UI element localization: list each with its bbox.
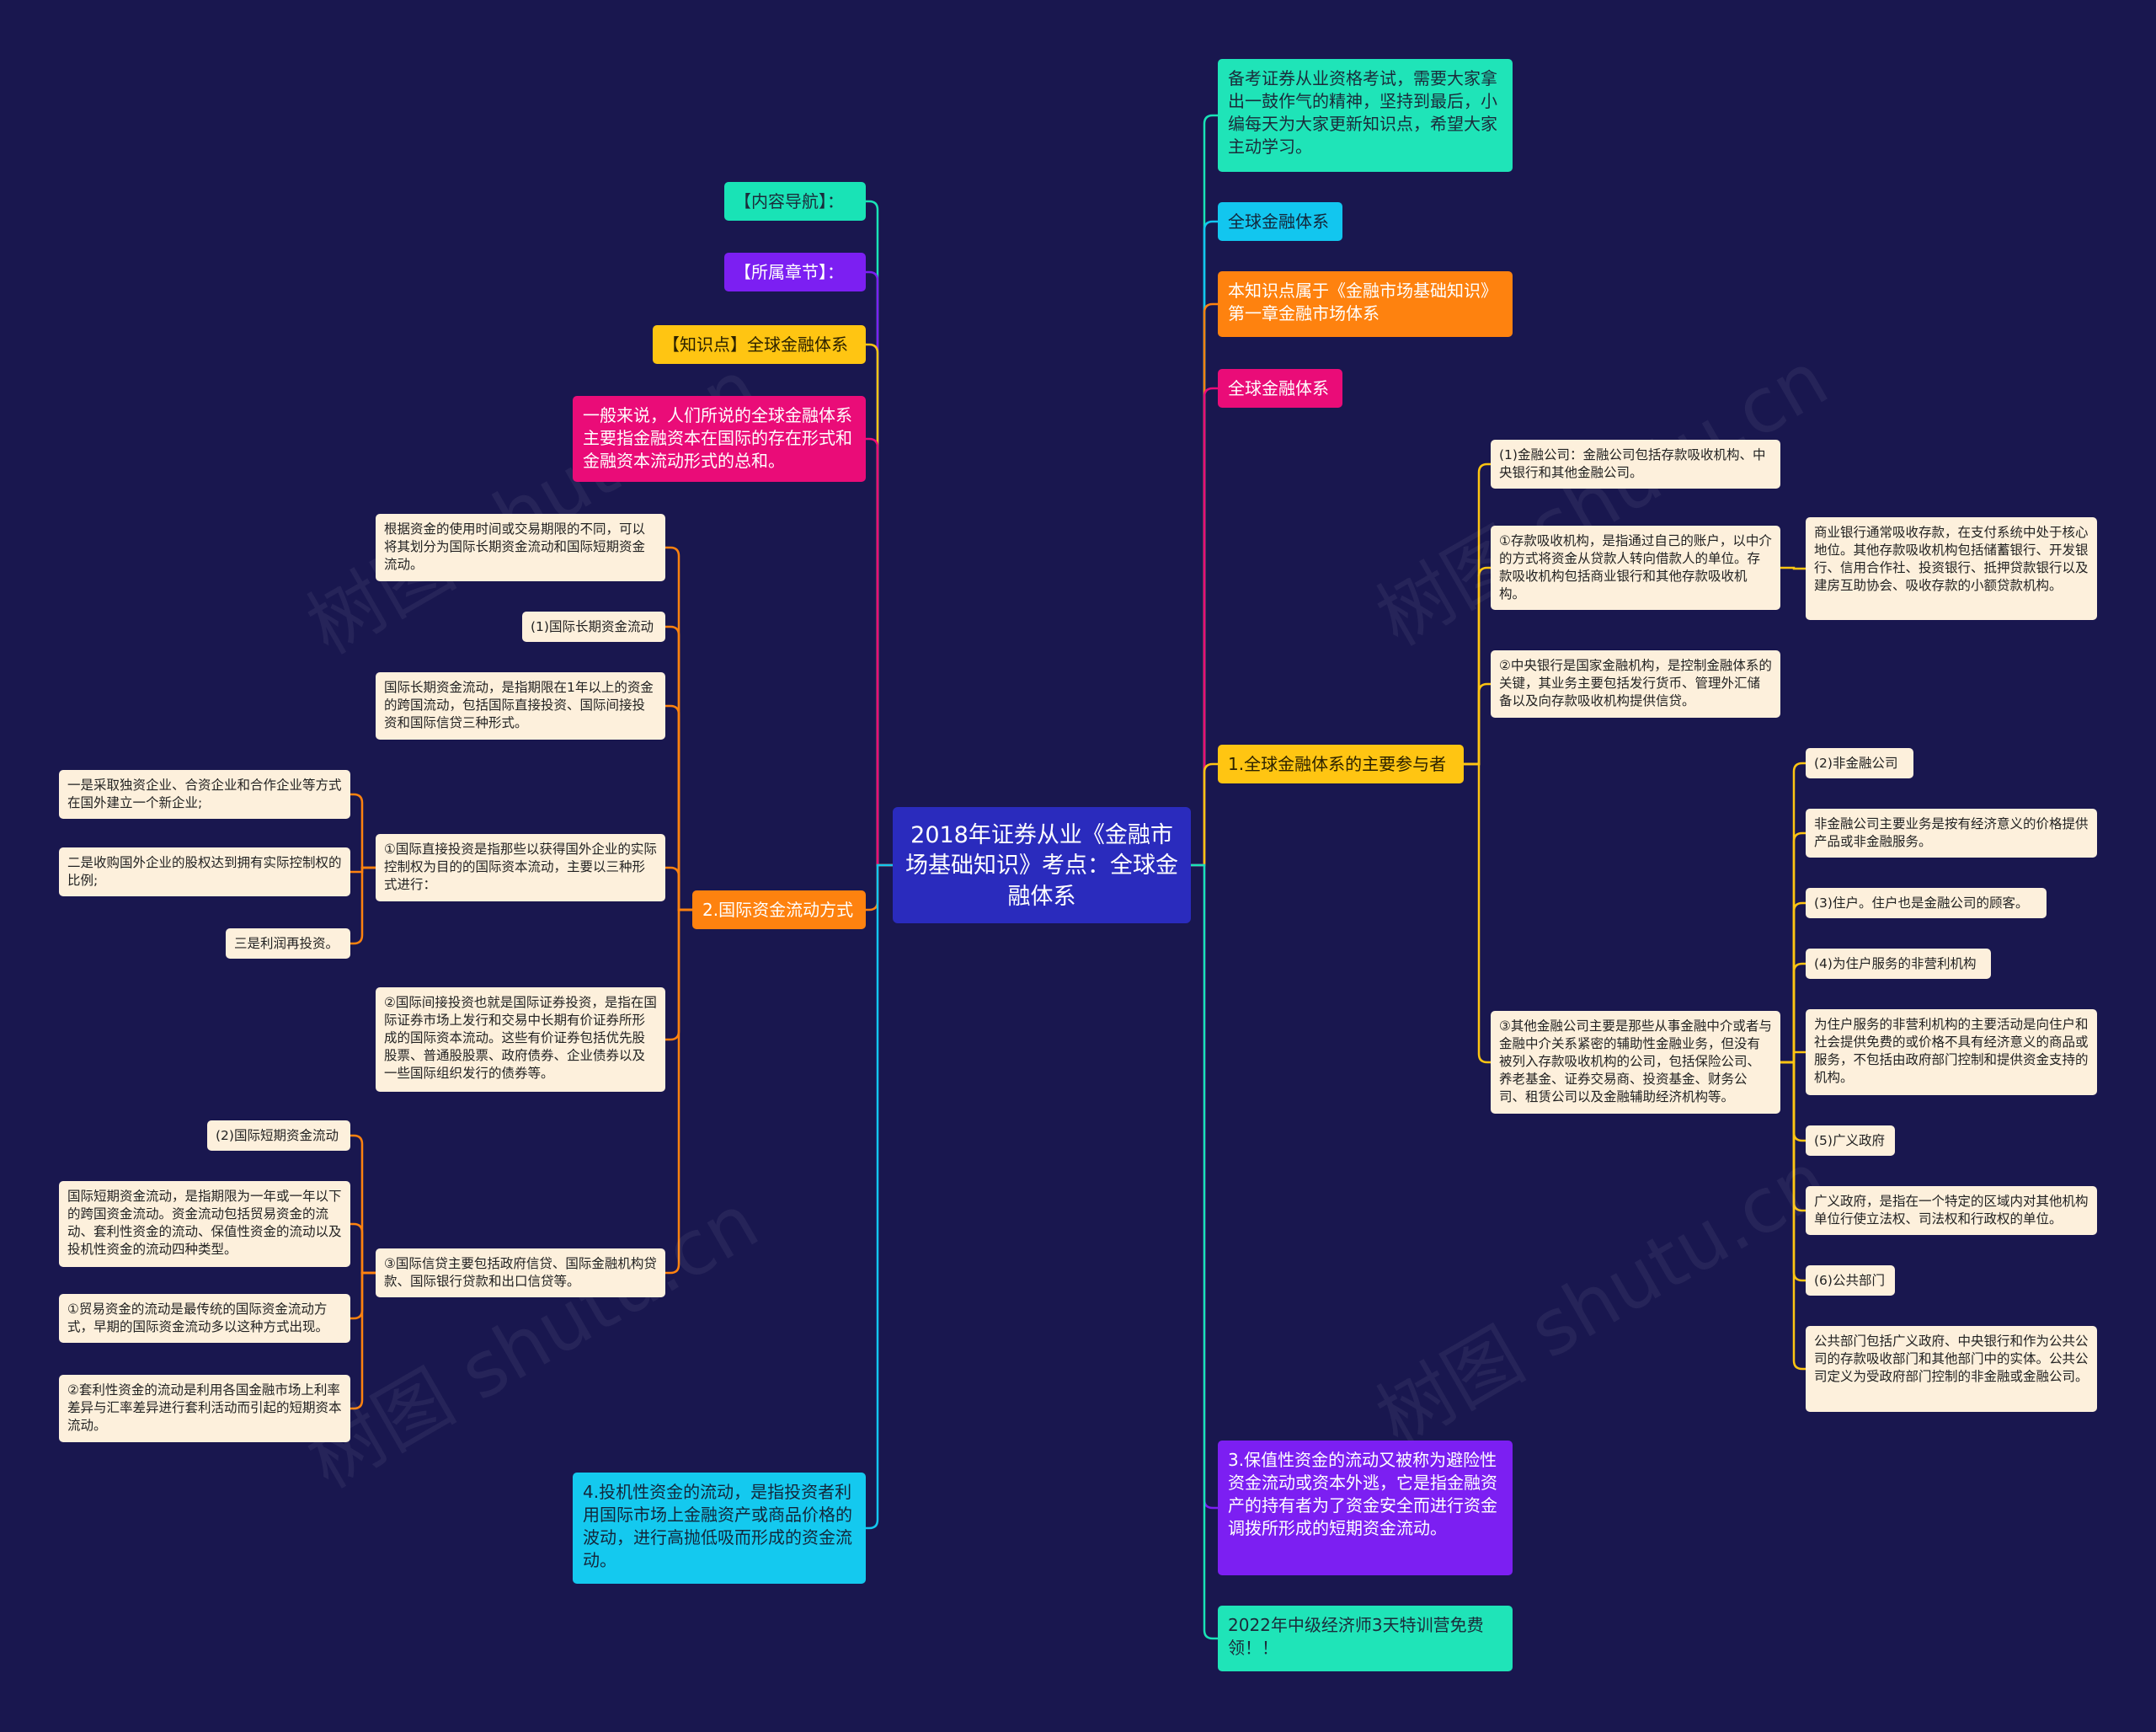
financial-company-node[interactable]: (1)金融公司：金融公司包括存款吸收机构、中央银行和其他金融公司。 [1491, 440, 1780, 489]
connector-line [665, 866, 692, 911]
general-government-title-node[interactable]: (5)广义政府 [1806, 1125, 1895, 1156]
connector-line [1464, 462, 1491, 766]
long-term-desc-node[interactable]: 国际长期资金流动，是指期限在1年以上的资金的跨国流动，包括国际直接投资、国际间接… [376, 672, 665, 740]
connector-line [1780, 762, 1806, 1064]
arbitrage-flow-node[interactable]: ②套利性资金的流动是利用各国金融市场上利率差异与汇率差异进行套利活动而引起的短期… [59, 1375, 350, 1442]
connector-line [350, 866, 376, 945]
connector-line [1780, 566, 1806, 570]
connector-line [866, 270, 893, 867]
connector-line [1780, 901, 1806, 1064]
capital-flow-node[interactable]: 2.国际资金流动方式 [692, 890, 866, 929]
connector-line [1780, 1050, 1806, 1064]
connector-line [350, 1271, 376, 1410]
fdi-node[interactable]: ①国际直接投资是指那些以获得国外企业的实际控制权为目的的国际资本流动，主要以三种… [376, 834, 665, 901]
connector-line [665, 704, 692, 911]
connector-line [866, 437, 893, 867]
global-system-node[interactable]: 全球金融体系 [1218, 202, 1342, 241]
connector-line [1780, 962, 1806, 1064]
connector-line [866, 863, 893, 1530]
connector-line [866, 200, 893, 867]
public-sector-desc-node[interactable]: 公共部门包括广义政府、中央银行和作为公共公司的存款吸收部门和其他部门中的实体。公… [1806, 1326, 2097, 1412]
chapter-node[interactable]: 【所属章节】： [724, 253, 866, 291]
connector-line [866, 863, 893, 911]
knowledge-point-node[interactable]: 【知识点】全球金融体系 [653, 325, 866, 364]
flow-intro-node[interactable]: 根据资金的使用时间或交易期限的不同，可以将其划分为国际长期资金流动和国际短期资金… [376, 514, 665, 581]
connector-line [1191, 762, 1218, 867]
connector-line [1464, 566, 1491, 766]
connector-line [665, 546, 692, 911]
speculative-flow-node[interactable]: 4.投机性资金的流动，是指投资者利用国际市场上金融资产或商品价格的波动，进行高抛… [573, 1473, 866, 1584]
other-financial-node[interactable]: ③其他金融公司主要是那些从事金融中介或者与金融中介关系紧密的辅助性金融业务，但没… [1491, 1011, 1780, 1114]
connector-line [1464, 682, 1491, 766]
connector-line [1191, 114, 1218, 867]
fdi-form-3-node[interactable]: 三是利润再投资。 [226, 928, 350, 959]
fdi-form-1-node[interactable]: 一是采取独资企业、合资企业和合作企业等方式在国外建立一个新企业; [59, 770, 350, 819]
connector-line [350, 1222, 376, 1275]
npish-desc-node[interactable]: 为住户服务的非营利机构的主要活动是向住户和社会提供免费的或价格不具有经济意义的商… [1806, 1009, 2097, 1095]
trade-flow-node[interactable]: ①贸易资金的流动是最传统的国际资金流动方式，早期的国际资金流动多以这种方式出现。 [59, 1294, 350, 1343]
definition-node[interactable]: 一般来说，人们所说的全球金融体系主要指金融资本在国际的存在形式和金融资本流动形式… [573, 396, 866, 482]
hedge-flow-node[interactable]: 3.保值性资金的流动又被称为避险性资金流动或资本外逃，它是指金融资产的持有者为了… [1218, 1441, 1513, 1575]
npish-title-node[interactable]: (4)为住户服务的非营利机构 [1806, 949, 1991, 979]
root-topic[interactable]: 2018年证券从业《金融市场基础知识》考点：全球金融体系 [893, 807, 1191, 923]
global-system-node-2[interactable]: 全球金融体系 [1218, 369, 1342, 408]
connector-line [665, 908, 692, 1275]
content-nav-node[interactable]: 【内容导航】： [724, 182, 866, 221]
participants-node[interactable]: 1.全球金融体系的主要参与者 [1218, 745, 1464, 783]
promo-node[interactable]: 2022年中级经济师3天特训营免费领！！ [1218, 1606, 1513, 1671]
connector-line [1464, 762, 1491, 1064]
households-node[interactable]: (3)住户。住户也是金融公司的顾客。 [1806, 888, 2047, 918]
connector-line [866, 343, 893, 867]
connector-line [1191, 220, 1218, 867]
connector-line [665, 625, 692, 911]
non-financial-title-node[interactable]: (2)非金融公司 [1806, 748, 1913, 778]
credit-node[interactable]: ③国际信贷主要包括政府信贷、国际金融机构贷款、国际银行贷款和出口信贷等。 [376, 1248, 665, 1297]
deposit-institution-node[interactable]: ①存款吸收机构，是指通过自己的账户，以中介的方式将资金从贷款人转向借款人的单位。… [1491, 526, 1780, 610]
indirect-investment-node[interactable]: ②国际间接投资也就是国际证券投资，是指在国际证券市场上发行和交易中长期有价证券所… [376, 987, 665, 1092]
fdi-form-2-node[interactable]: 二是收购国外企业的股权达到拥有实际控制权的比例; [59, 847, 350, 896]
connector-line [350, 1134, 376, 1275]
chapter-belongs-node[interactable]: 本知识点属于《金融市场基础知识》第一章金融市场体系 [1218, 271, 1513, 337]
exam-intro-node[interactable]: 备考证券从业资格考试，需要大家拿出一鼓作气的精神，坚持到最后，小编每天为大家更新… [1218, 59, 1513, 172]
connector-line [1191, 387, 1218, 867]
short-term-desc-node[interactable]: 国际短期资金流动，是指期限为一年或一年以下的跨国资金流动。资金流动包括贸易资金的… [59, 1181, 350, 1267]
short-term-flow-node[interactable]: (2)国际短期资金流动 [207, 1120, 350, 1151]
non-financial-desc-node[interactable]: 非金融公司主要业务是按有经济意义的价格提供产品或非金融服务。 [1806, 809, 2097, 858]
connector-line [1780, 831, 1806, 1064]
deposit-detail-node[interactable]: 商业银行通常吸收存款，在支付系统中处于核心地位。其他存款吸收机构包括储蓄银行、开… [1806, 517, 2097, 620]
central-bank-node[interactable]: ②中央银行是国家金融机构，是控制金融体系的关键，其业务主要包括发行货币、管理外汇… [1491, 650, 1780, 718]
long-term-flow-node[interactable]: (1)国际长期资金流动 [522, 612, 665, 642]
connector-line [350, 793, 376, 869]
connector-line [1780, 1061, 1806, 1371]
connector-line [1191, 302, 1218, 867]
public-sector-title-node[interactable]: (6)公共部门 [1806, 1265, 1895, 1296]
general-government-desc-node[interactable]: 广义政府，是指在一个特定的区域内对其他机构单位行使立法权、司法权和行政权的单位。 [1806, 1186, 2097, 1235]
connector-line [1191, 863, 1218, 1640]
